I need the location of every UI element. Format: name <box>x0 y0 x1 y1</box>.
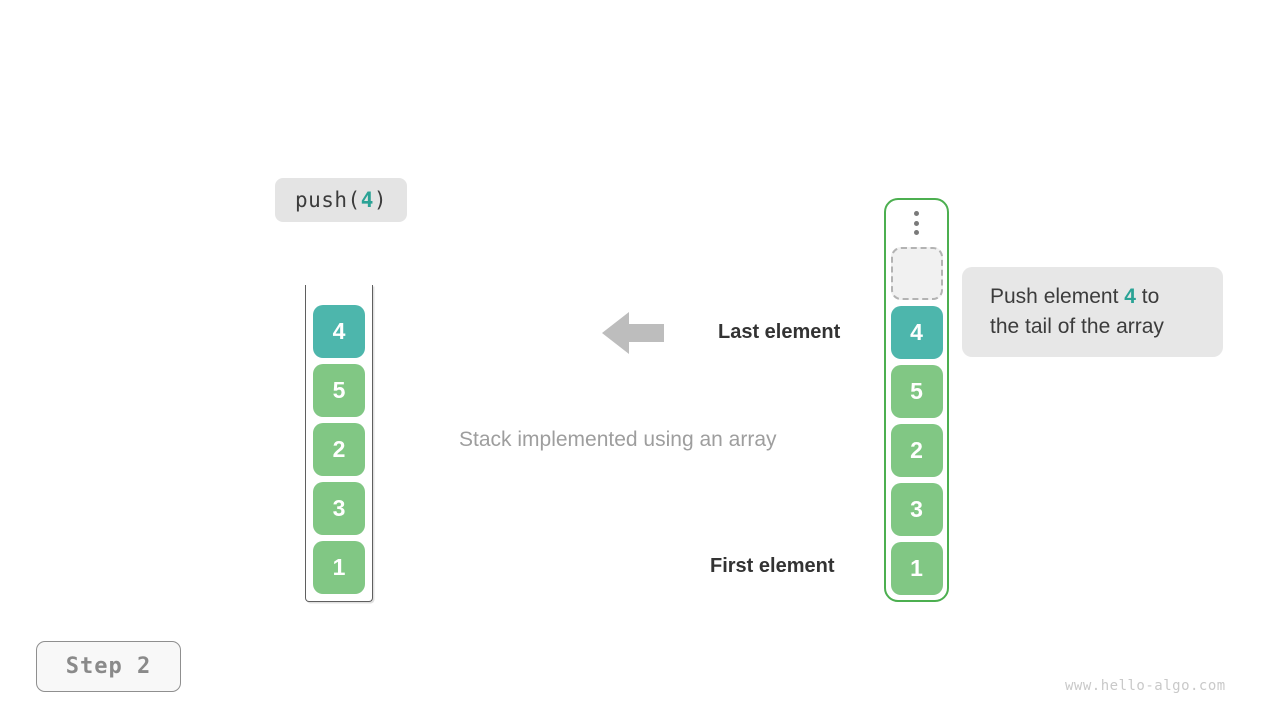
operation-tooltip: Push element 4 to the tail of the array <box>962 267 1223 357</box>
stack-container: 4 5 2 3 1 <box>305 285 373 602</box>
first-element-label: First element <box>710 555 835 577</box>
step-badge: Step 2 <box>36 641 181 692</box>
array-container: 4 5 2 3 1 <box>884 198 949 602</box>
stack-cell-top: 4 <box>313 305 365 358</box>
watermark-url: www.hello-algo.com <box>1065 678 1226 694</box>
left-arrow-icon <box>602 312 664 354</box>
stack-cell: 3 <box>313 482 365 535</box>
last-element-label: Last element <box>718 321 841 343</box>
push-argument: 4 <box>360 188 374 212</box>
tooltip-highlight: 4 <box>1124 285 1136 308</box>
push-operation-label: push(4) <box>275 178 407 222</box>
array-cell: 2 <box>890 424 943 477</box>
stack-cell: 2 <box>313 423 365 476</box>
stack-caption: Stack implemented using an array <box>459 428 777 451</box>
push-prefix: push( <box>294 188 361 212</box>
stack-cell-bottom: 1 <box>313 541 365 594</box>
array-cell: 5 <box>890 365 943 418</box>
vertical-ellipsis-icon <box>914 211 919 238</box>
array-cell: 3 <box>890 483 943 536</box>
tooltip-text-before: Push element <box>990 285 1125 308</box>
array-cell-pushed: 4 <box>890 306 943 359</box>
push-suffix: ) <box>373 188 388 212</box>
stack-cell: 5 <box>313 364 365 417</box>
tooltip-line2: the tail of the array <box>990 315 1164 338</box>
array-cell: 1 <box>890 542 943 595</box>
array-cells: 4 5 2 3 1 <box>890 306 943 595</box>
tooltip-text-after: to <box>1135 285 1160 308</box>
empty-array-slot <box>890 247 943 300</box>
